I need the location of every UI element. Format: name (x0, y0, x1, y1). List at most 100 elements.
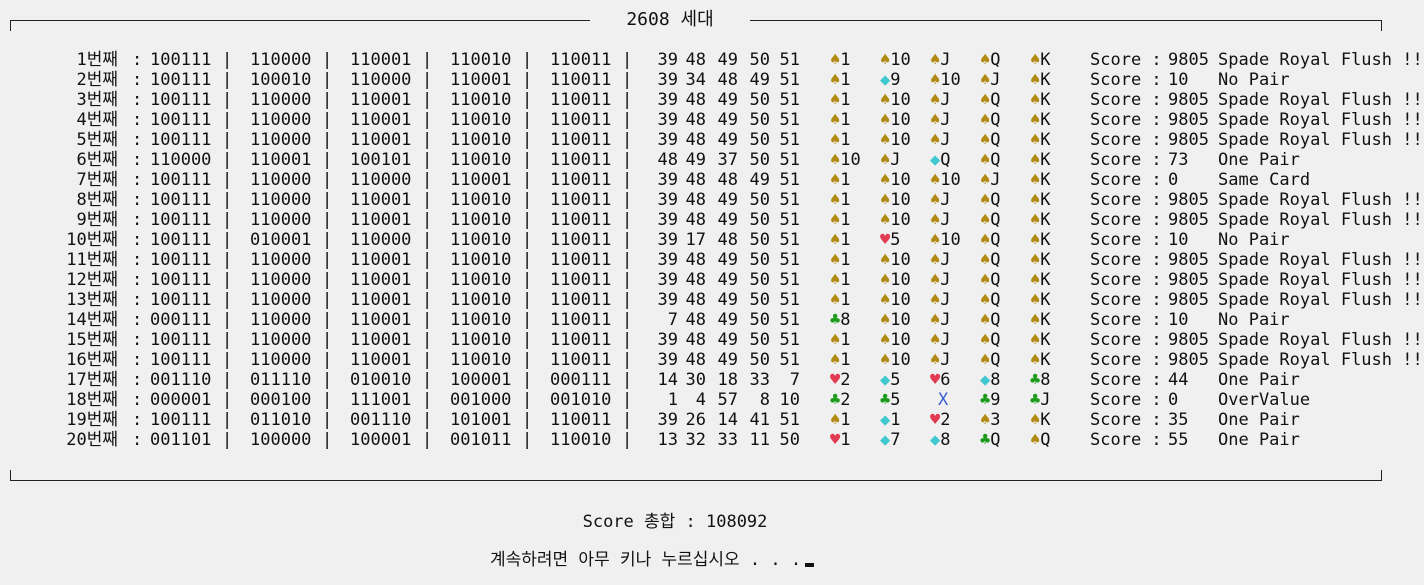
spade-icon: ♠ (1030, 330, 1041, 350)
card: ♠J (930, 290, 980, 310)
diamond-icon: ◆ (930, 430, 941, 450)
binary-gene: 110011 (550, 70, 612, 90)
binary-gene: 110010 (450, 230, 512, 250)
score-label: Score : (1090, 310, 1162, 330)
score-label: Score : (1090, 270, 1162, 290)
spade-icon: ♠ (980, 90, 991, 110)
spade-icon: ♠ (980, 70, 991, 90)
card-number: 48 (685, 330, 706, 350)
separator-pipe: | (522, 70, 533, 90)
spade-icon: ♠ (1030, 170, 1041, 190)
card-rank: Q (990, 230, 1001, 250)
separator-pipe: | (522, 310, 533, 330)
separator-pipe: | (622, 250, 633, 270)
card-number: 49 (749, 70, 770, 90)
hand-name: Spade Royal Flush !! (1218, 130, 1423, 150)
separator-pipe: | (422, 330, 433, 350)
separator-pipe: | (522, 230, 533, 250)
binary-gene: 110001 (350, 90, 412, 110)
generation-label: 6번째 (76, 150, 118, 170)
binary-gene: 110001 (350, 310, 412, 330)
card-number: 34 (685, 70, 706, 90)
card: ♠K (1030, 190, 1080, 210)
separator-pipe: | (622, 210, 633, 230)
binary-gene: 110010 (450, 50, 512, 70)
card-number: 17 (685, 230, 706, 250)
card-number: 39 (657, 190, 678, 210)
binary-gene: 100111 (150, 350, 212, 370)
separator-pipe: | (322, 310, 333, 330)
card: ♠K (1030, 130, 1080, 150)
separator-pipe: | (322, 210, 333, 230)
hand-name: One Pair (1218, 370, 1300, 390)
card-rank: J (940, 50, 951, 70)
binary-gene: 100111 (150, 50, 212, 70)
card: ♠K (1030, 210, 1080, 230)
spade-icon: ♠ (880, 130, 891, 150)
score-value: 55 (1168, 430, 1189, 450)
separator-pipe: | (622, 370, 633, 390)
card: ♠K (1030, 230, 1080, 250)
card-rank: K (1040, 330, 1051, 350)
generation-title: 2608 세대 (590, 8, 750, 32)
card: ♣8 (1030, 370, 1080, 390)
separator-pipe: | (522, 250, 533, 270)
card-rank: J (990, 70, 1001, 90)
card: ♠Q (980, 230, 1030, 250)
spade-icon: ♠ (830, 330, 841, 350)
binary-gene: 011110 (250, 370, 312, 390)
card-rank: X (938, 390, 949, 410)
binary-gene: 110000 (250, 290, 312, 310)
score-label: Score : (1090, 190, 1162, 210)
separator-pipe: | (522, 150, 533, 170)
separator-pipe: | (222, 130, 233, 150)
spade-icon: ♠ (980, 170, 991, 190)
card-number: 8 (759, 390, 770, 410)
spade-icon: ♠ (930, 110, 941, 130)
card-number: 48 (717, 170, 738, 190)
binary-gene: 100010 (250, 70, 312, 90)
separator-pipe: | (222, 350, 233, 370)
card-number: 51 (779, 270, 800, 290)
separator-pipe: | (622, 390, 633, 410)
card: ♠J (930, 130, 980, 150)
card-number: 51 (779, 250, 800, 270)
score-label: Score : (1090, 130, 1162, 150)
diamond-icon: ◆ (880, 430, 891, 450)
card-number: 51 (779, 110, 800, 130)
diamond-icon: ◆ (980, 370, 991, 390)
spade-icon: ♠ (980, 50, 991, 70)
spade-icon: ♠ (930, 290, 941, 310)
card-number: 51 (779, 410, 800, 430)
separator-colon: : (132, 150, 143, 170)
separator-pipe: | (322, 430, 333, 450)
separator-pipe: | (622, 190, 633, 210)
card: ♥5 (880, 230, 930, 250)
card-rank: K (1040, 310, 1051, 330)
card: ♠J (980, 70, 1030, 90)
spade-icon: ♠ (1030, 290, 1041, 310)
binary-gene: 110011 (550, 230, 612, 250)
spade-icon: ♠ (880, 210, 891, 230)
card: ♠10 (880, 50, 930, 70)
card-rank: 1 (840, 350, 851, 370)
binary-gene: 110000 (250, 170, 312, 190)
card-rank: J (940, 210, 951, 230)
card-number: 49 (717, 50, 738, 70)
card-rank: K (1040, 230, 1051, 250)
card-rank: 8 (840, 310, 851, 330)
hand-name: Spade Royal Flush !! (1218, 210, 1423, 230)
card-number: 18 (717, 370, 738, 390)
binary-gene: 100001 (450, 370, 512, 390)
card-number: 39 (657, 230, 678, 250)
heart-icon: ♥ (930, 410, 941, 430)
spade-icon: ♠ (880, 290, 891, 310)
card-number: 49 (717, 210, 738, 230)
spade-icon: ♠ (830, 70, 841, 90)
spade-icon: ♠ (1030, 350, 1041, 370)
score-label: Score : (1090, 430, 1162, 450)
separator-colon: : (132, 370, 143, 390)
card-rank: K (1040, 250, 1051, 270)
score-value: 9805 (1168, 130, 1209, 150)
card: ♠10 (930, 70, 980, 90)
